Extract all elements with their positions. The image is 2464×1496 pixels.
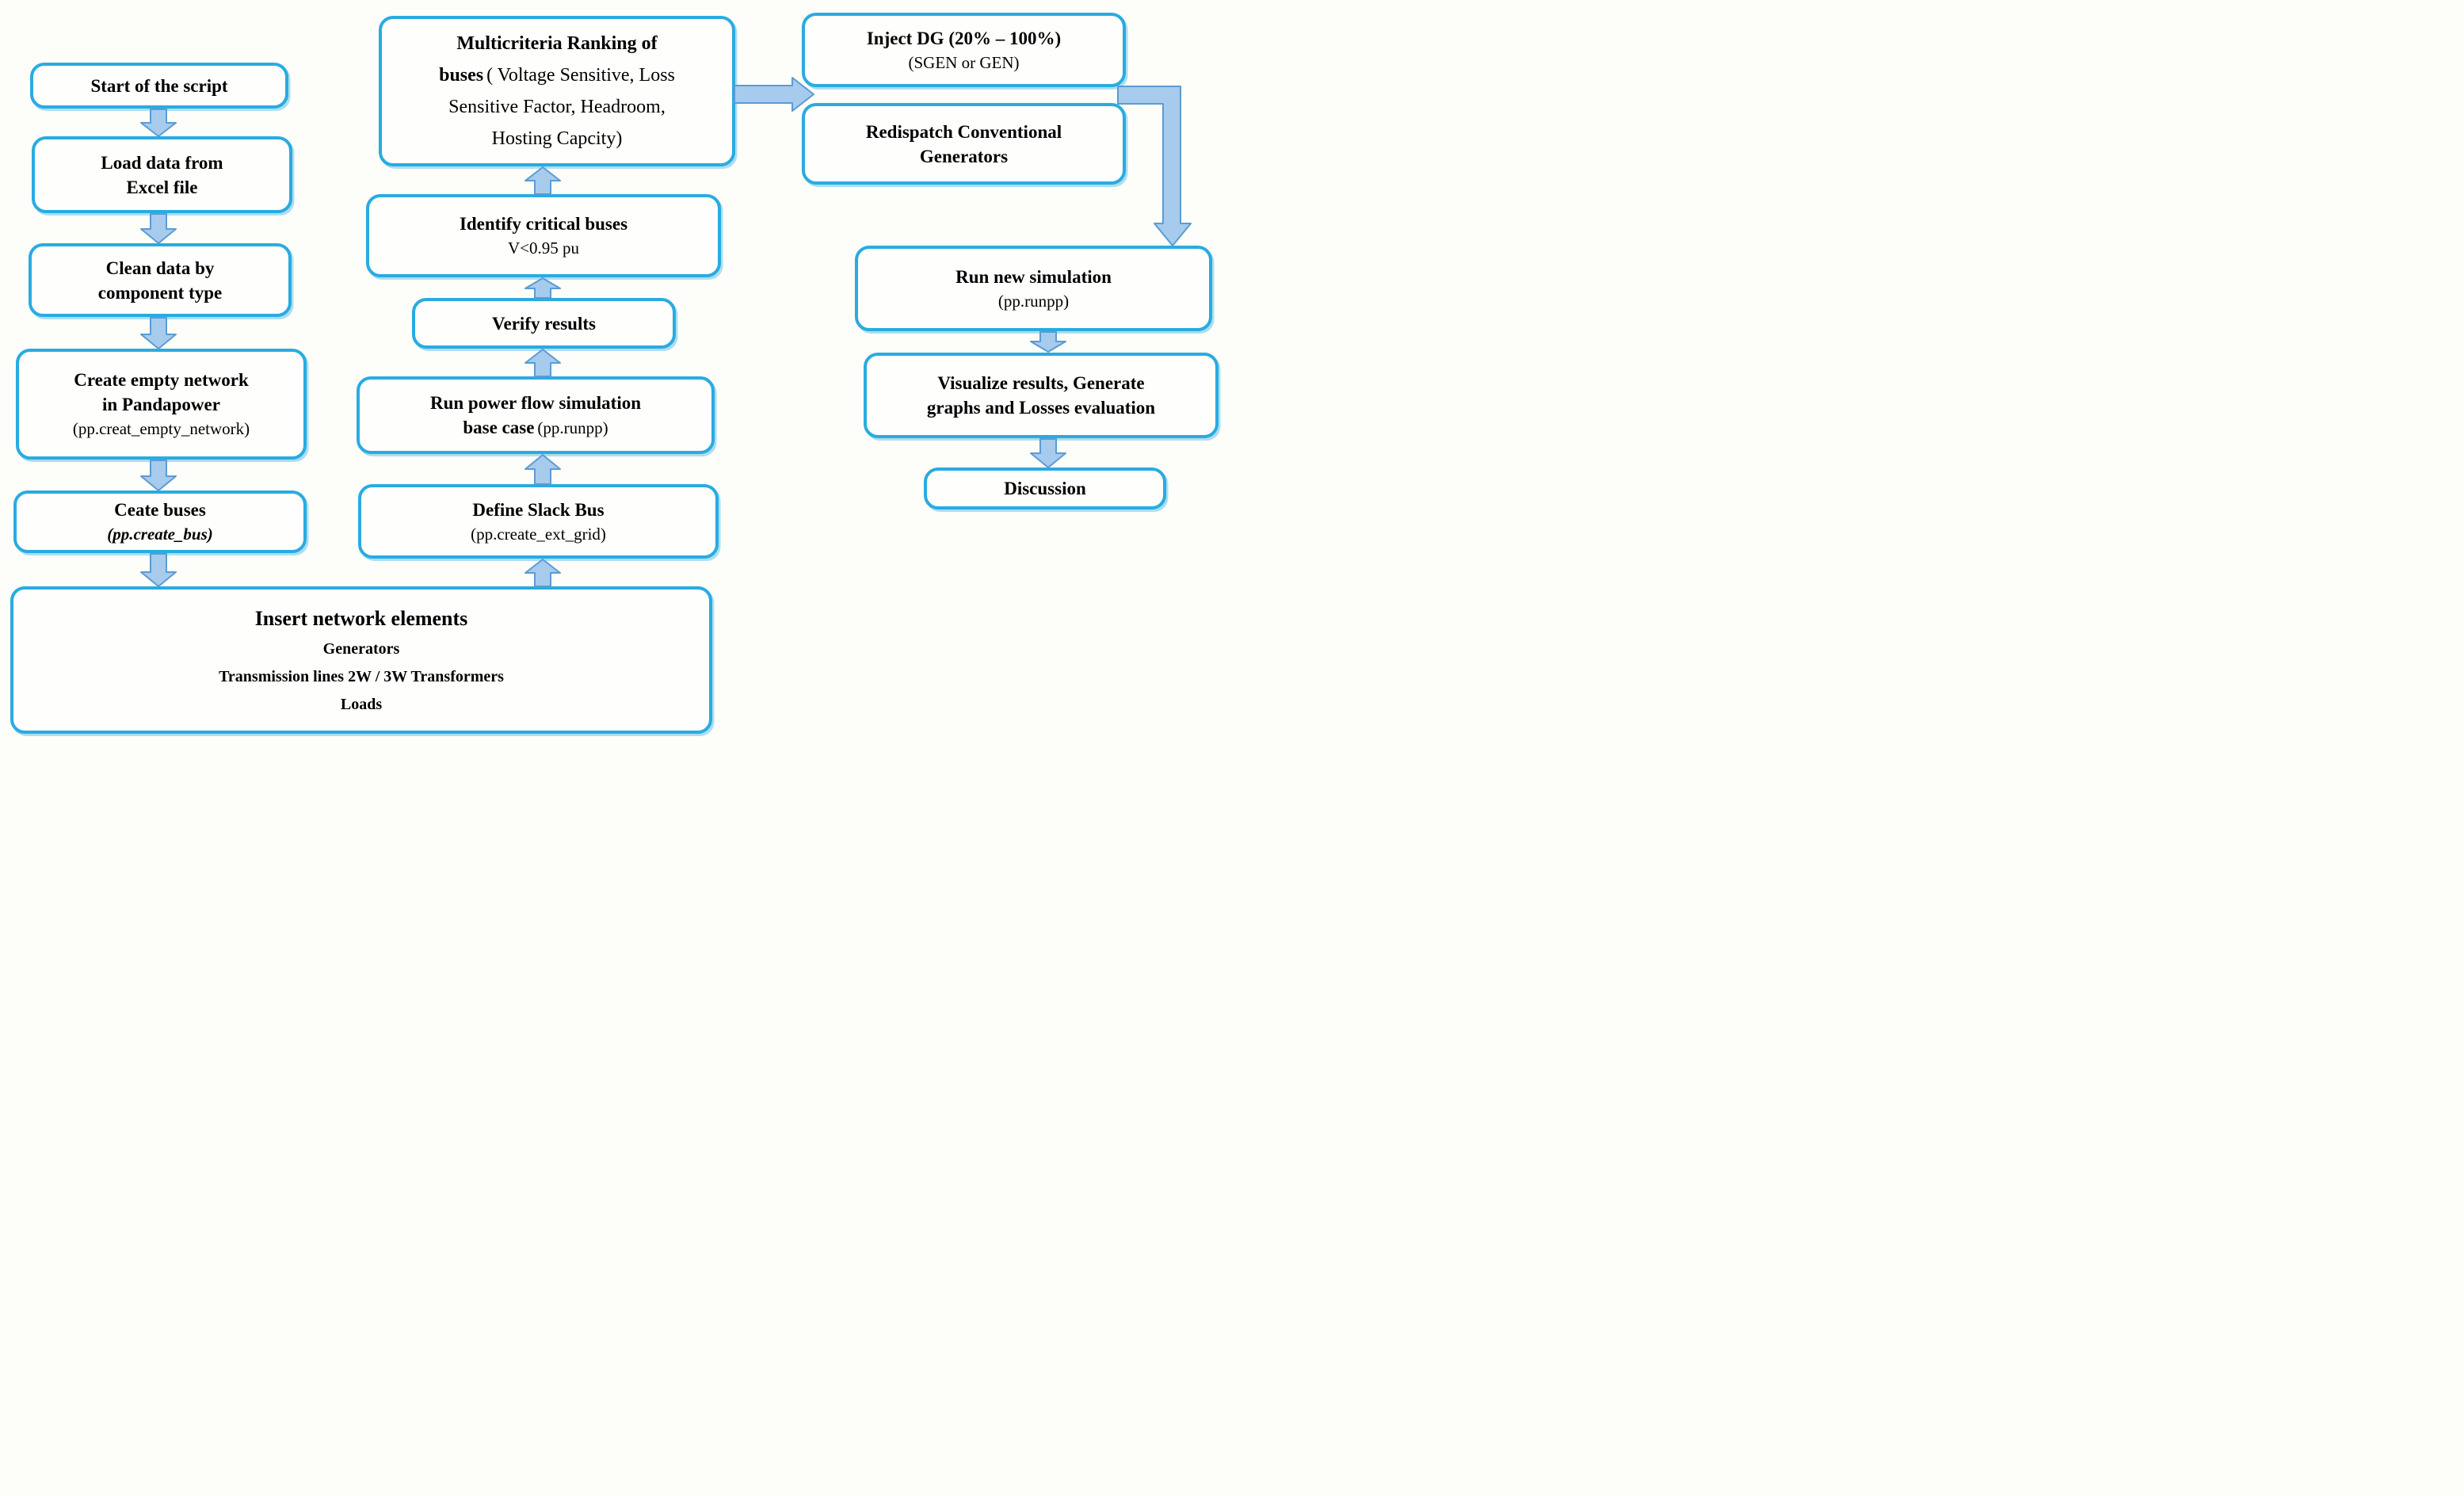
node-define-slack-bus: Define Slack Bus (pp.create_ext_grid) bbox=[358, 484, 719, 559]
node-code-label: (pp.runpp) bbox=[537, 418, 608, 437]
node-title: Insert network elements bbox=[254, 606, 468, 630]
node-label: graphs and Losses evaluation bbox=[926, 398, 1156, 418]
down-arrow-icon bbox=[1030, 438, 1066, 468]
node-label: component type bbox=[97, 282, 223, 303]
node-label: Multicriteria Ranking of bbox=[456, 33, 658, 54]
node-label: base case bbox=[463, 418, 535, 437]
node-label: buses bbox=[439, 65, 484, 86]
node-criteria-label: Hosting Capcity) bbox=[491, 128, 623, 149]
node-threshold-label: V<0.95 pu bbox=[507, 239, 579, 258]
node-criteria-label: Sensitive Factor, Headroom, bbox=[448, 97, 666, 117]
node-clean-data: Clean data by component type bbox=[29, 243, 292, 317]
node-label: Redispatch Conventional bbox=[865, 121, 1062, 142]
node-label-mixed: buses ( Voltage Sensitive, Loss bbox=[439, 59, 675, 91]
node-verify-results: Verify results bbox=[412, 298, 676, 349]
node-code-label: (pp.runpp) bbox=[997, 291, 1070, 311]
node-label: Excel file bbox=[126, 177, 198, 197]
node-visualize-results: Visualize results, Generate graphs and L… bbox=[864, 353, 1219, 438]
node-label: Clean data by bbox=[105, 258, 215, 278]
node-criteria-label: ( Voltage Sensitive, Loss bbox=[486, 65, 675, 86]
node-item: Transmission lines 2W / 3W Transformers bbox=[219, 667, 504, 685]
node-start-of-script: Start of the script bbox=[30, 63, 288, 109]
node-label: Define Slack Bus bbox=[472, 499, 605, 520]
node-label: Verify results bbox=[492, 313, 596, 334]
node-create-empty-network: Create empty network in Pandapower (pp.c… bbox=[16, 349, 307, 460]
down-arrow-icon bbox=[140, 553, 177, 587]
down-arrow-icon bbox=[140, 213, 177, 244]
node-label: Identify critical buses bbox=[459, 214, 628, 234]
node-insert-network-elements: Insert network elements Generators Trans… bbox=[10, 586, 712, 734]
right-arrow-icon bbox=[734, 77, 814, 112]
node-label: Generators bbox=[919, 146, 1009, 166]
up-arrow-icon bbox=[524, 559, 561, 587]
up-arrow-icon bbox=[524, 454, 561, 485]
node-item: Generators bbox=[322, 639, 400, 658]
node-discussion: Discussion bbox=[924, 468, 1166, 509]
down-arrow-icon bbox=[140, 317, 177, 349]
node-label: Visualize results, Generate bbox=[937, 373, 1145, 393]
down-arrow-icon bbox=[140, 109, 177, 137]
elbow-down-arrow-icon bbox=[1117, 86, 1192, 246]
up-arrow-icon bbox=[524, 166, 561, 195]
node-label: Run power flow simulation bbox=[429, 393, 642, 413]
node-load-data: Load data from Excel file bbox=[32, 136, 292, 213]
node-label: Inject DG (20% – 100%) bbox=[866, 28, 1062, 48]
node-label: Run new simulation bbox=[955, 266, 1112, 287]
node-label: Create empty network bbox=[74, 370, 249, 390]
node-identify-critical-buses: Identify critical buses V<0.95 pu bbox=[366, 194, 721, 277]
node-code-label: (pp.create_bus) bbox=[107, 525, 213, 544]
node-code-label: (SGEN or GEN) bbox=[908, 52, 1020, 72]
node-code-label: (pp.create_ext_grid) bbox=[471, 524, 606, 544]
node-multicriteria-ranking: Multicriteria Ranking of buses ( Voltage… bbox=[379, 16, 735, 166]
node-label-mixed: base case (pp.runpp) bbox=[463, 415, 608, 440]
node-label: Start of the script bbox=[90, 75, 228, 96]
node-label: Load data from bbox=[101, 152, 223, 173]
node-code-label: (pp.creat_empty_network) bbox=[72, 419, 250, 438]
node-label: Discussion bbox=[1004, 479, 1086, 498]
node-create-buses: Ceate buses (pp.create_bus) bbox=[13, 490, 307, 553]
node-label: Ceate buses bbox=[114, 500, 206, 520]
node-inject-dg: Inject DG (20% – 100%) (SGEN or GEN) bbox=[802, 13, 1126, 87]
up-arrow-icon bbox=[524, 277, 561, 299]
down-arrow-icon bbox=[140, 460, 177, 491]
node-run-power-flow: Run power flow simulation base case (pp.… bbox=[357, 376, 715, 454]
node-redispatch-generators: Redispatch Conventional Generators bbox=[802, 103, 1126, 185]
flowchart-diagram: Start of the script Load data from Excel… bbox=[0, 0, 1232, 748]
down-arrow-icon bbox=[1030, 331, 1066, 353]
node-item: Loads bbox=[340, 695, 383, 713]
node-run-new-simulation: Run new simulation (pp.runpp) bbox=[855, 246, 1212, 331]
node-label: in Pandapower bbox=[102, 395, 220, 414]
up-arrow-icon bbox=[524, 349, 561, 377]
